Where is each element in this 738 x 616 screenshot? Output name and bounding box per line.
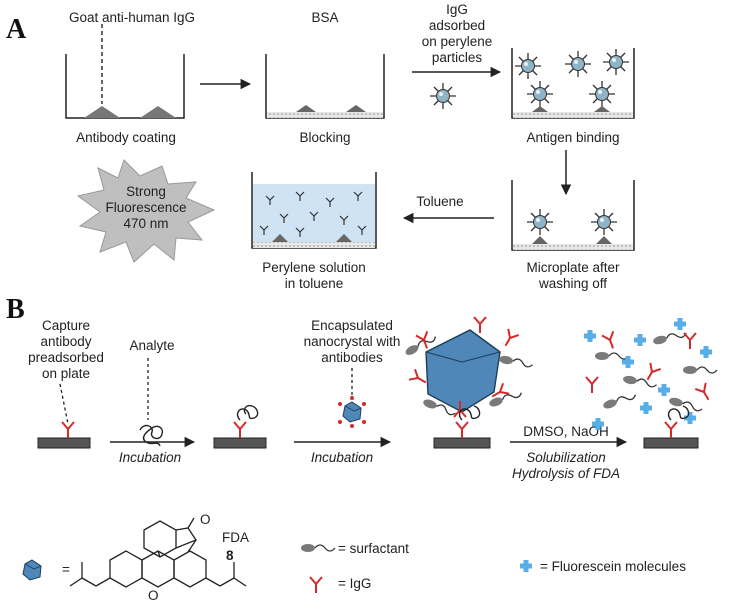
label-igg-2: adsorbed [429,18,485,33]
encap-line-2: nanocrystal with [304,334,401,349]
legend-fluorescein-text: = Fluorescein molecules [540,559,686,574]
plate-1 [37,437,91,449]
antibody-mound-1 [84,106,120,118]
well-antigen-binding [511,48,635,119]
capture-pointer [59,383,69,425]
label-goat-igg: Goat anti-human IgG [69,10,195,25]
legend-igg-icon [309,576,323,594]
label-igg-3: on perylene [422,34,493,49]
legend-surfactant-text: = surfactant [338,541,409,556]
plate-4 [643,437,699,449]
bound-analyte-icon [236,404,259,421]
label-igg-4: particles [432,50,483,65]
well-after-washing [511,180,635,251]
label-dmso: DMSO, NaOH [523,424,609,439]
fda-structure [69,517,247,588]
capture-line-3: preadsorbed [28,350,104,365]
perylene-particle-icon [429,82,457,110]
label-analyte: Analyte [129,338,174,353]
fda-oxygen-label: O [200,512,211,527]
label-bsa: BSA [311,10,338,25]
legend-equals: = [62,562,70,577]
plate3-igg-icon [455,421,469,439]
legend-surfactant-icon [300,543,336,553]
antibody-mound-2 [140,106,176,118]
plate-3 [433,437,491,449]
large-nanocrystal-complex [403,316,534,418]
label-microplate-1: Microplate after [526,260,620,275]
label-antibody-coating: Antibody coating [76,130,176,145]
legend-fluorescein-icon [520,560,532,572]
legend-nanocrystal-icon [22,559,42,581]
burst-line-2: Fluorescence [105,200,186,215]
capture-line-1: Capture [42,318,90,333]
analyte-icon [139,424,164,447]
plate-2 [213,437,267,449]
encap-line-1: Encapsulated [311,318,393,333]
fda-center-o: O [148,588,159,603]
label-antigen-binding: Antigen binding [526,130,619,145]
label-solubilization: Solubilization [526,450,606,465]
label-toluene: Toluene [416,194,463,209]
bound-igg-icon [233,421,247,439]
fda-number: 8 [226,548,234,563]
label-igg-1: IgG [446,2,468,17]
capture-line-4: on plate [42,366,90,381]
label-hydrolysis: Hydrolysis of FDA [512,466,620,481]
plate3-analyte-icon [458,405,481,421]
fda-label: FDA [222,530,249,545]
capture-igg-icon [61,421,75,439]
well-antibody-coating [65,24,185,119]
plate4-igg-icon [664,421,678,439]
label-perylene-2: in toluene [285,276,344,291]
legend-igg-text: = IgG [338,576,371,591]
released-components [584,318,718,430]
well-perylene-solution [251,172,377,249]
label-incubation-2: Incubation [311,450,373,465]
label-incubation-1: Incubation [119,450,181,465]
label-microplate-2: washing off [538,276,607,291]
panel-b-letter: B [6,294,25,325]
small-nanocrystal-icon [338,396,366,428]
well-blocking [265,54,385,119]
burst-line-1: Strong [126,184,166,199]
panel-a-letter: A [6,14,27,45]
plate4-analyte-icon [667,405,690,421]
burst-line-3: 470 nm [123,216,168,231]
fluorescence-burst [76,159,216,263]
capture-line-2: antibody [40,334,91,349]
solution-fill [253,184,375,246]
label-perylene-1: Perylene solution [262,260,366,275]
label-blocking: Blocking [299,130,350,145]
bsa-layer [267,112,383,118]
encap-line-3: antibodies [321,350,383,365]
